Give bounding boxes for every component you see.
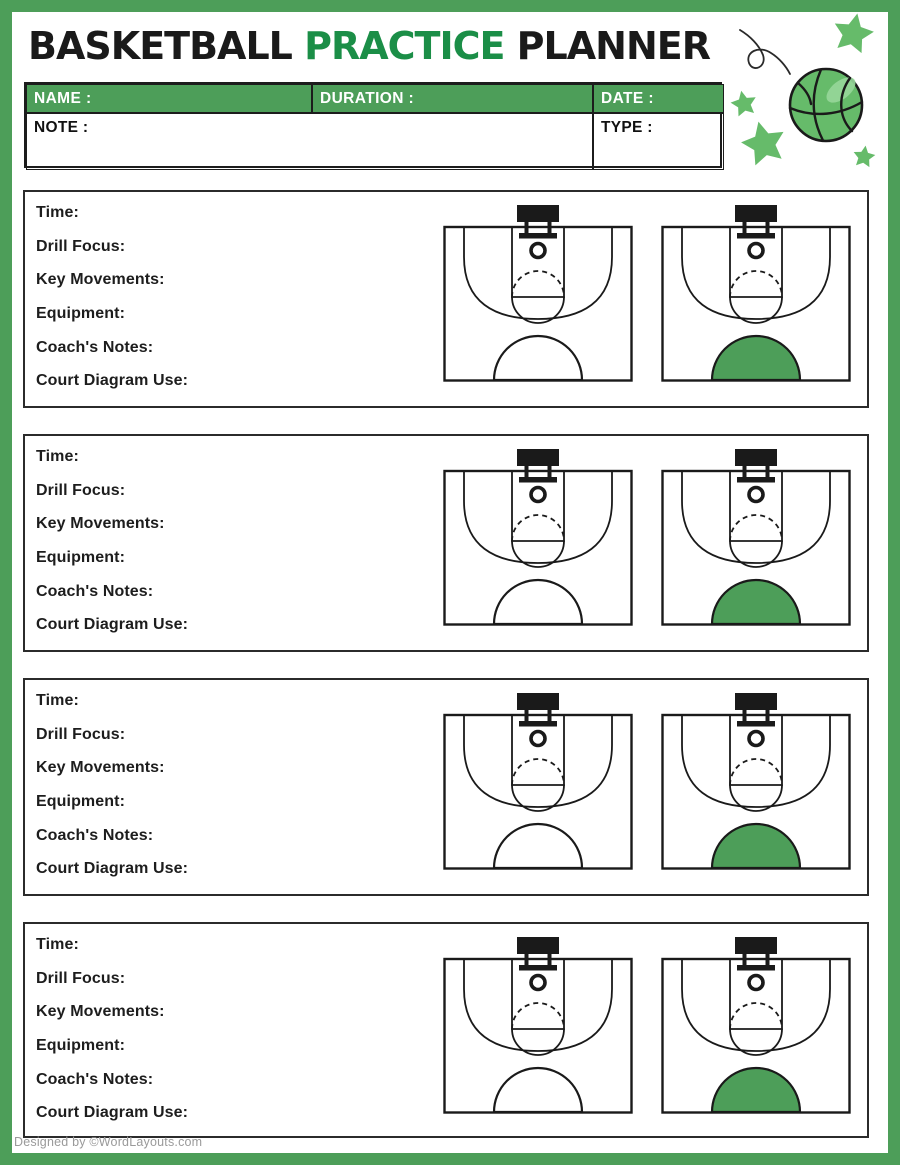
half-court-diagram-shaded	[661, 937, 851, 1114]
half-court-diagram-shaded	[661, 693, 851, 870]
field-label-equipment: Equipment:	[36, 1036, 125, 1054]
star-icon	[829, 9, 877, 55]
star-icon	[728, 88, 759, 118]
name-label: NAME :	[34, 89, 92, 107]
field-label-equipment: Equipment:	[36, 792, 125, 810]
basketball-icon	[788, 67, 864, 143]
field-label-coachs-notes: Coach's Notes:	[36, 1070, 154, 1088]
star-icon	[851, 144, 877, 168]
credit-text: Designed by ©WordLayouts.com	[14, 1135, 203, 1149]
name-header-cell[interactable]: NAME :	[26, 84, 312, 113]
star-icon	[737, 116, 790, 168]
field-labels: Time: Drill Focus: Key Movements: Equipm…	[36, 440, 188, 642]
field-label-coachs-notes: Coach's Notes:	[36, 338, 154, 356]
field-label-key-movements: Key Movements:	[36, 271, 165, 289]
half-court-diagram-plain	[443, 693, 633, 870]
field-label-equipment: Equipment:	[36, 304, 125, 322]
field-label-court-diagram-use: Court Diagram Use:	[36, 1104, 189, 1122]
title-word-planner: PLANNER	[516, 24, 711, 68]
title-word-basketball: BASKETBALL	[28, 24, 293, 68]
field-label-time: Time:	[36, 691, 79, 709]
drill-section-2: Time: Drill Focus: Key Movements: Equipm…	[23, 434, 869, 652]
date-label: DATE :	[601, 89, 654, 107]
note-cell[interactable]: NOTE :	[26, 113, 593, 170]
swoosh-icon	[739, 29, 791, 75]
type-cell[interactable]: TYPE :	[593, 113, 724, 170]
field-label-drill-focus: Drill Focus:	[36, 725, 126, 743]
field-label-drill-focus: Drill Focus:	[36, 481, 126, 499]
duration-label: DURATION :	[320, 89, 415, 107]
half-court-diagram-plain	[443, 937, 633, 1114]
drill-section-4: Time: Drill Focus: Key Movements: Equipm…	[23, 922, 869, 1138]
duration-header-cell[interactable]: DURATION :	[312, 84, 593, 113]
field-label-time: Time:	[36, 935, 79, 953]
field-label-court-diagram-use: Court Diagram Use:	[36, 616, 189, 634]
field-labels: Time: Drill Focus: Key Movements: Equipm…	[36, 684, 188, 886]
field-labels: Time: Drill Focus: Key Movements: Equipm…	[36, 928, 188, 1130]
field-label-key-movements: Key Movements:	[36, 759, 165, 777]
field-label-key-movements: Key Movements:	[36, 515, 165, 533]
field-label-key-movements: Key Movements:	[36, 1003, 165, 1021]
field-label-court-diagram-use: Court Diagram Use:	[36, 372, 189, 390]
field-label-drill-focus: Drill Focus:	[36, 969, 126, 987]
field-label-court-diagram-use: Court Diagram Use:	[36, 860, 189, 878]
half-court-diagram-shaded	[661, 449, 851, 626]
page-title: BASKETBALL PRACTICE PLANNER	[28, 24, 711, 68]
date-header-cell[interactable]: DATE :	[593, 84, 724, 113]
field-label-coachs-notes: Coach's Notes:	[36, 826, 154, 844]
field-label-coachs-notes: Coach's Notes:	[36, 582, 154, 600]
field-label-equipment: Equipment:	[36, 548, 125, 566]
half-court-diagram-shaded	[661, 205, 851, 382]
field-labels: Time: Drill Focus: Key Movements: Equipm…	[36, 196, 188, 398]
field-label-time: Time:	[36, 447, 79, 465]
basketball-clipart	[728, 9, 877, 168]
field-label-drill-focus: Drill Focus:	[36, 237, 126, 255]
field-label-time: Time:	[36, 203, 79, 221]
drill-section-3: Time: Drill Focus: Key Movements: Equipm…	[23, 678, 869, 896]
half-court-diagram-plain	[443, 205, 633, 382]
type-label: TYPE :	[601, 119, 653, 136]
drill-section-1: Time: Drill Focus: Key Movements: Equipm…	[23, 190, 869, 408]
title-word-practice: PRACTICE	[304, 24, 505, 68]
half-court-diagram-plain	[443, 449, 633, 626]
note-label: NOTE :	[34, 119, 89, 136]
info-table: NAME : DURATION : DATE : NOTE : TYPE :	[24, 82, 724, 170]
